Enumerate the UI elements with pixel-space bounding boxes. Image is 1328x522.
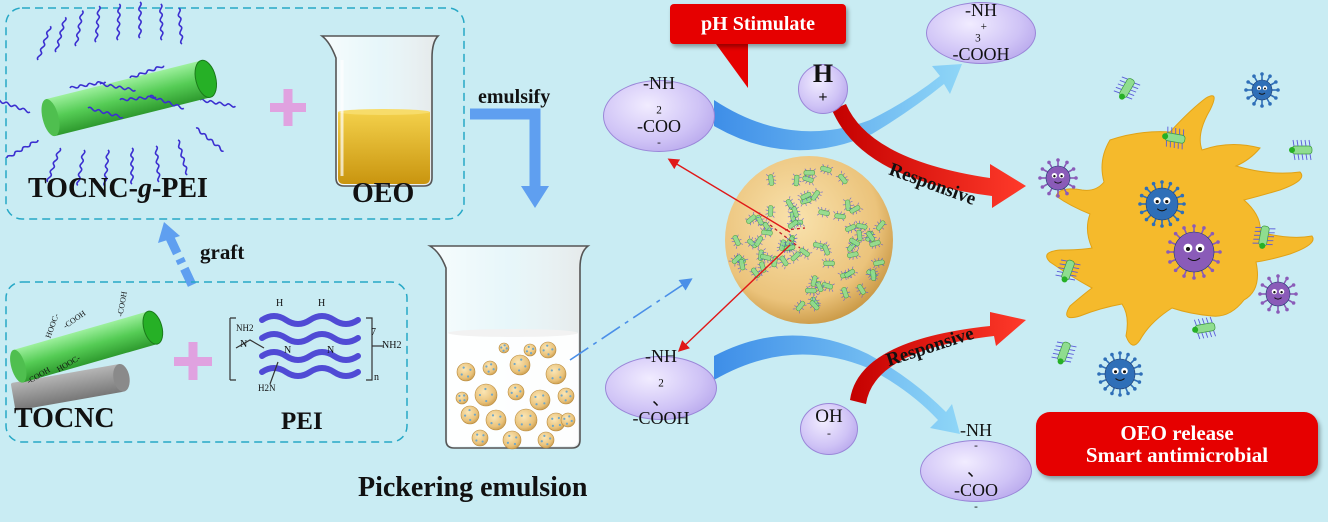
tocnc-rod-icon	[10, 310, 164, 411]
direction-arrows	[667, 158, 791, 352]
responsive-arrow-bottom	[850, 312, 1026, 404]
pickering-emulsion-label: Pickering emulsion	[358, 472, 588, 503]
state-bottom-right: -NH-、 -COO-	[920, 420, 1032, 513]
pei-7-label: 7	[371, 327, 376, 338]
oil-cell-icon	[1046, 95, 1314, 346]
pei-structure-icon	[229, 313, 384, 385]
emulsify-arrow	[470, 108, 541, 186]
emulsify-label: emulsify	[478, 86, 551, 108]
tocnc-g-pei-rod-icon	[0, 1, 237, 187]
pei-label: PEI	[281, 408, 323, 435]
h-plus-ion: H+	[798, 59, 848, 114]
tocnc-g-pei-oeo-box	[5, 7, 465, 220]
callout-pointer	[716, 44, 748, 88]
emulsion-droplets	[455, 341, 576, 450]
graft-label: graft	[200, 240, 245, 264]
bacterium-icon	[1038, 158, 1078, 198]
nanocrystal-icon	[1051, 341, 1077, 365]
acid-arrow	[714, 64, 962, 151]
pei-nh2-label: NH2	[236, 323, 254, 333]
bacterium-icon	[1166, 224, 1222, 280]
oh-minus-ion: OH-	[800, 403, 858, 455]
bacterium-icon	[1097, 351, 1143, 397]
pei-n-label: N	[284, 345, 292, 356]
diagram-graphics	[0, 1, 1314, 450]
plus-icon-2	[174, 342, 212, 380]
nanocrystal-icon	[1055, 259, 1081, 283]
nanocrystal-icon	[1192, 316, 1217, 340]
plus-icon	[270, 89, 306, 126]
bacterium-icon	[1244, 72, 1280, 108]
tocnc-label: TOCNC	[14, 403, 115, 434]
nanocrystal-icon	[1289, 139, 1313, 161]
bacteria-group	[1038, 72, 1298, 397]
pei-h-label: H	[318, 298, 326, 309]
nanocrystal-icon	[1252, 225, 1276, 249]
pei-nh2-label: NH2	[382, 340, 402, 351]
pei-n-label: N	[327, 345, 335, 356]
pei-h-label: H	[276, 298, 284, 309]
responsive-arrow-top	[832, 104, 1026, 208]
tocnc-pei-box	[5, 281, 408, 443]
zoom-arrow	[569, 278, 693, 361]
base-arrow	[714, 335, 960, 434]
graft-arrow	[165, 236, 197, 287]
pei-n-label: N	[240, 339, 248, 350]
pickering-droplet-icon	[725, 156, 893, 324]
pei-h2n-label: H2N	[258, 383, 276, 393]
bacterium-icon	[1138, 180, 1186, 228]
diagram-canvas: TOCNC-g-PEI OEO emulsify graft TOCNC PEI…	[0, 0, 1318, 513]
pei-n-subscript: n	[374, 372, 379, 383]
released-nanocrystals	[1051, 76, 1313, 365]
oeo-beaker-icon	[319, 35, 440, 187]
tocnc-g-pei-label: TOCNC-g-PEI	[28, 173, 208, 204]
result-box: OEO release Smart antimicrobial	[1036, 412, 1318, 476]
nanocrystal-icon	[1162, 126, 1186, 150]
ph-stimulate-callout: pH Stimulate	[670, 4, 846, 44]
nanocrystal-icon	[1113, 76, 1141, 100]
bacterium-icon	[1258, 274, 1298, 314]
oeo-label: OEO	[352, 178, 415, 209]
